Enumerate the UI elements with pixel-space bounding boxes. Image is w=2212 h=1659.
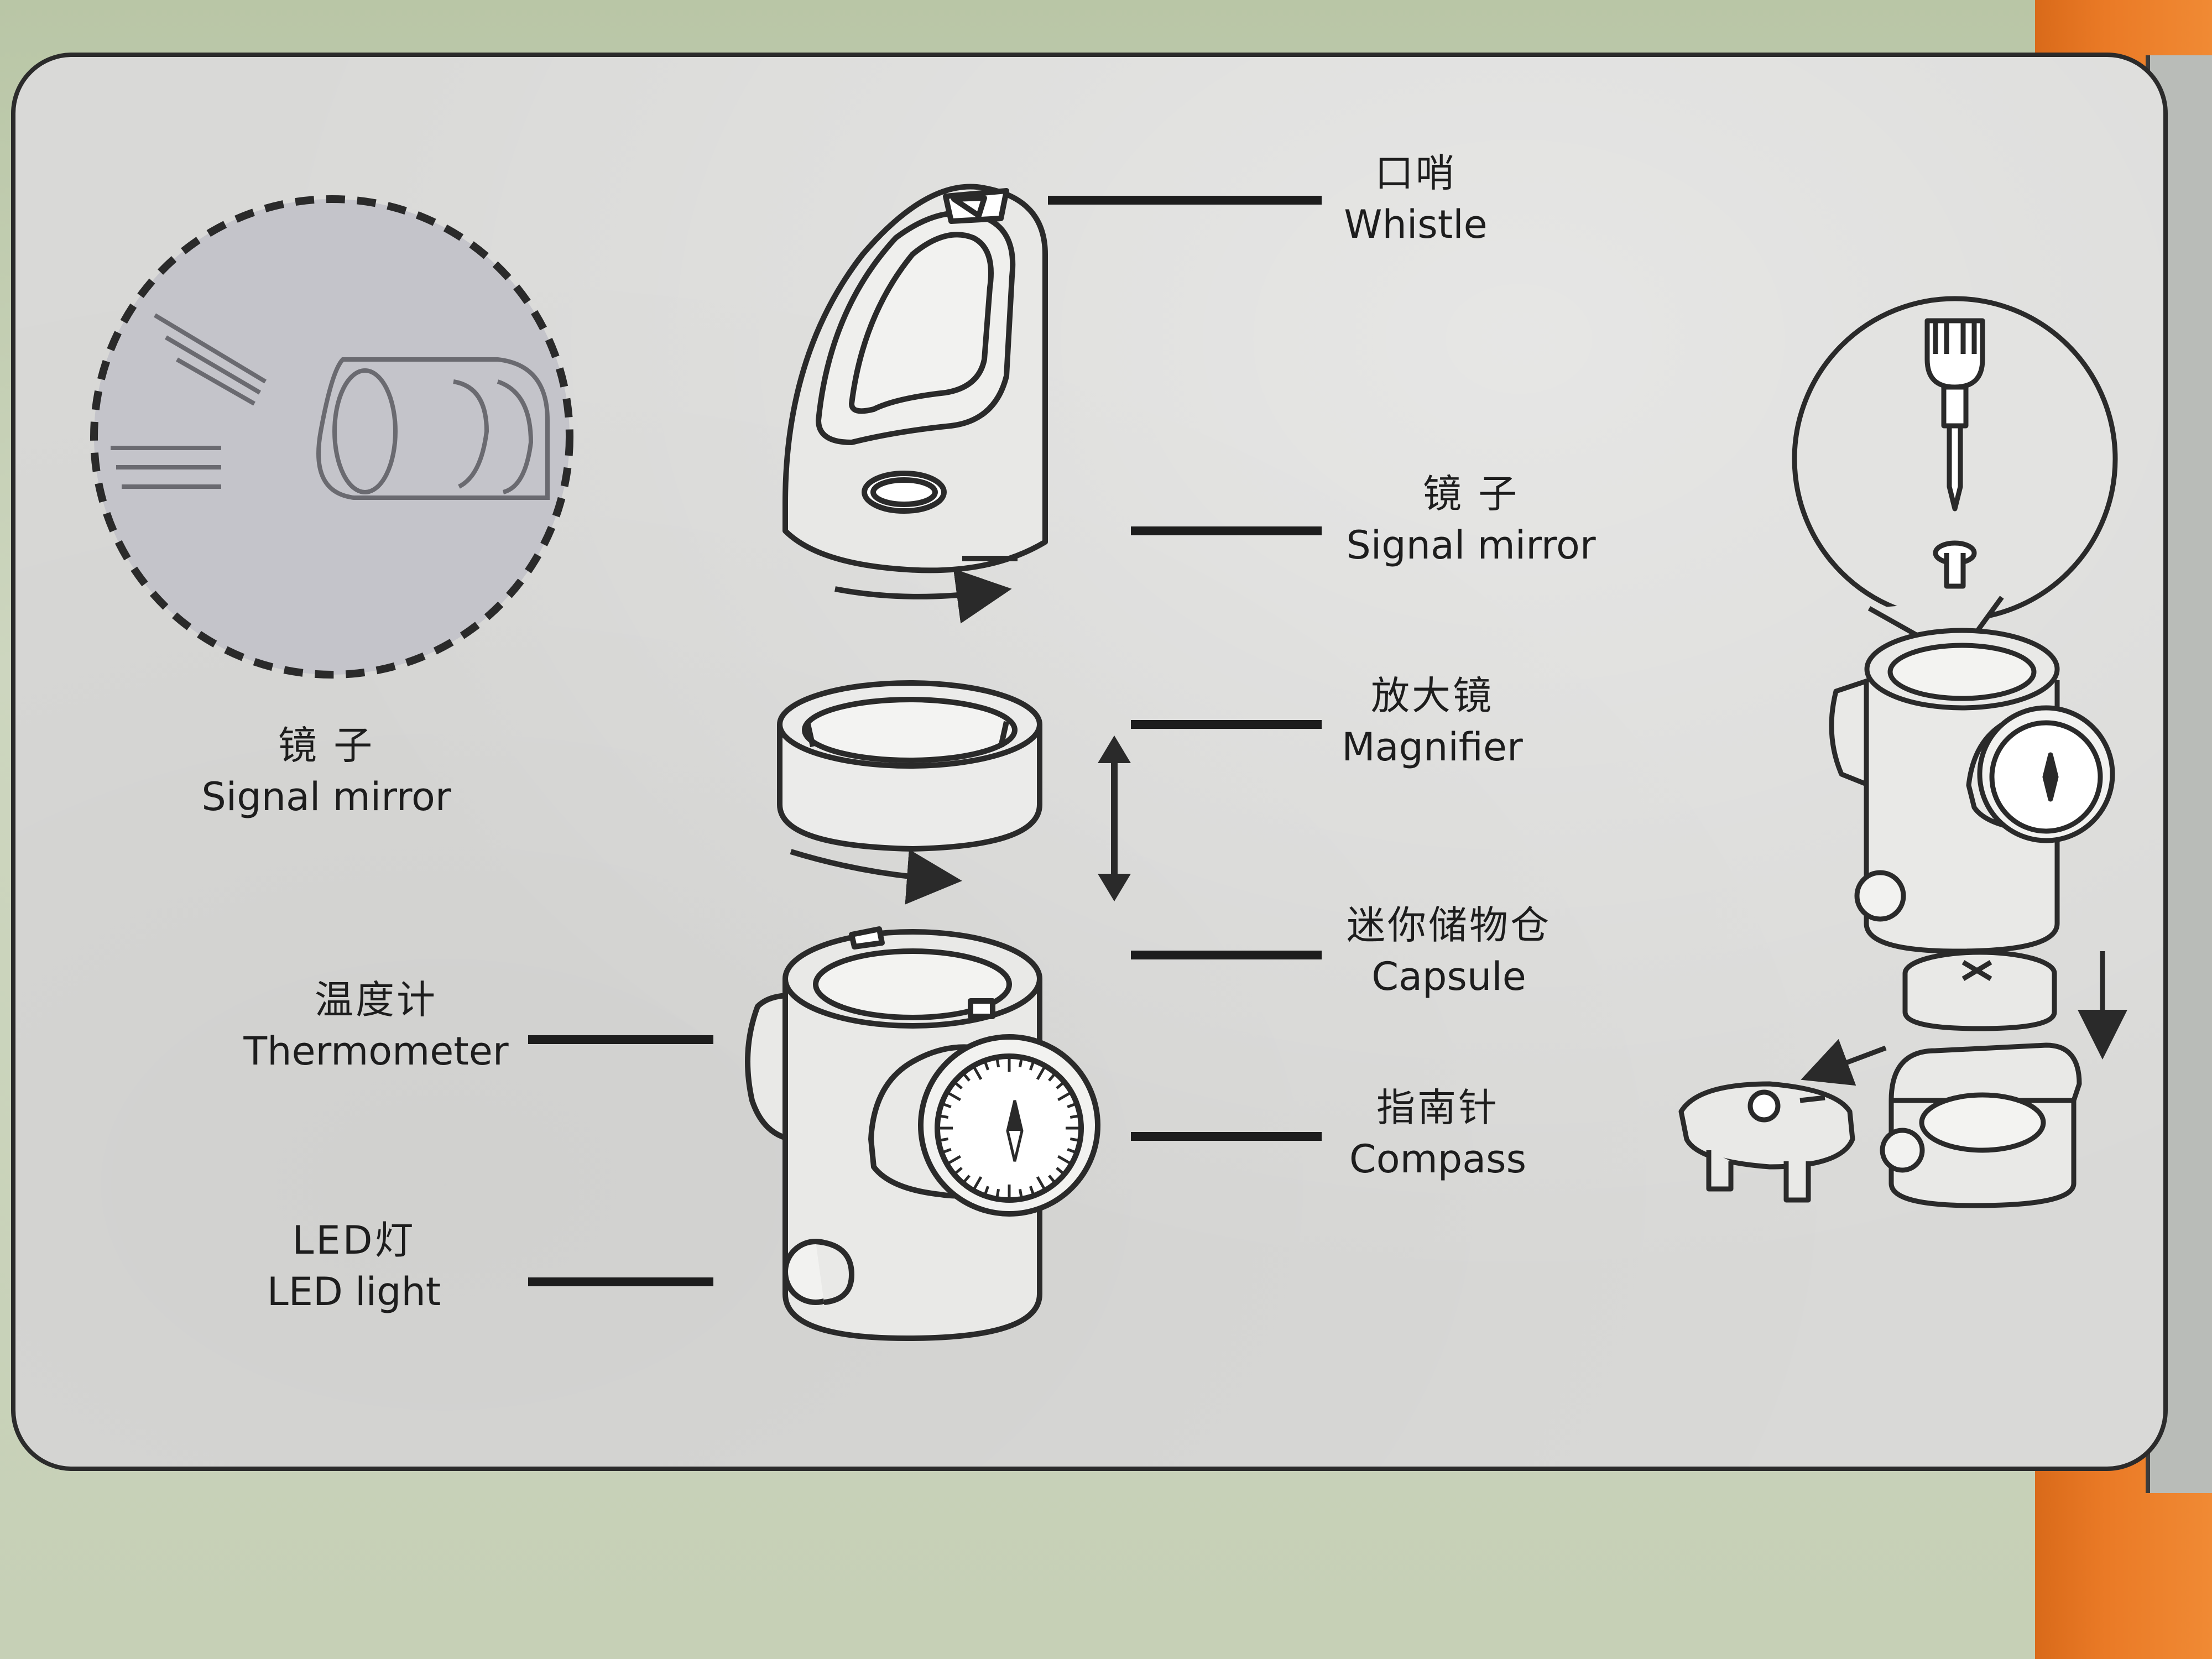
compass-tick [983,1061,990,1071]
compass-tick [962,1175,971,1183]
compass-dial [938,1057,1080,1199]
compass-tick [1067,1147,1077,1154]
leader-lines [528,196,1322,1286]
main-body [745,926,1100,1341]
compass-tick [1029,1186,1035,1196]
compass-tick [995,1058,1000,1068]
compass-tick [954,1081,963,1089]
capsule-label-cn: 迷你储物仓 [1347,902,1551,948]
compass-tick [947,1155,961,1165]
capsule-label-en: Capsule [1371,954,1526,999]
compass-label: 指南针 Compass [1333,1087,1543,1181]
signal-mirror-label-right-cn: 镜 子 [1422,471,1520,517]
thermometer-label-cn: 温度计 [315,977,437,1022]
vertical-double-arrow [1098,735,1131,901]
signal-mirror-label-left-en: Signal mirror [201,774,451,820]
compass-tick [939,1137,949,1142]
compass-tick [1036,1066,1046,1080]
compass-tick [1070,1137,1079,1142]
compass-tick [1056,1167,1065,1175]
signal-mirror-label-left: 镜 子 Signal mirror [182,724,470,818]
signal-mirror-label-right-en: Signal mirror [1346,523,1596,568]
compass-tick [972,1176,983,1191]
whistle-label: 口哨 Whistle [1338,152,1493,246]
compass-tick [1056,1081,1065,1089]
magnifier-ring [777,680,1042,852]
capsule-label: 迷你储物仓 Capsule [1327,904,1571,998]
compass-tick [947,1091,961,1102]
whistle-label-en: Whistle [1344,202,1488,247]
compass-tick [939,1114,949,1119]
compass-tick [1048,1073,1056,1082]
rotate-arrow-top [834,568,1012,624]
compass-tick [942,1147,952,1154]
compass-tick [1036,1176,1046,1191]
compass-tick [1057,1155,1072,1165]
compass-tick [972,1066,983,1080]
compass-tick [942,1102,952,1109]
whistle-top-piece [782,184,1048,573]
assembly-arrows [1801,951,2127,1086]
compass-tick [1057,1091,1072,1102]
magnifier-label: 放大镜 Magnifier [1333,675,1532,769]
compass-tick [954,1167,963,1175]
thermometer-label: 温度计 Thermometer [232,979,520,1073]
compass-tick [1067,1102,1077,1109]
whistle-label-cn: 口哨 [1375,150,1457,196]
compass-tick [1018,1058,1023,1068]
magnifier-label-cn: 放大镜 [1371,673,1494,718]
compass-tick [1029,1061,1035,1071]
compass-tick [983,1186,990,1196]
thermometer-label-en: Thermometer [243,1029,509,1074]
compass-tick [1048,1175,1056,1183]
led-light-label-en: LED light [267,1269,441,1314]
signal-mirror-label-right: 镜 子 Signal mirror [1327,473,1615,567]
compass-tick [1070,1114,1079,1119]
compass-label-cn: 指南针 [1376,1085,1499,1130]
compass-tick [995,1188,1000,1198]
compass-label-en: Compass [1349,1136,1527,1182]
compass-tick [962,1073,971,1082]
compass-tick [1018,1188,1023,1198]
led-light-label: LED灯 LED light [243,1219,465,1313]
signal-mirror-inset [90,195,573,679]
signal-mirror-label-left-cn: 镜 子 [278,723,375,768]
rotate-arrow-middle [790,849,962,905]
assembly-diagram [1678,296,2118,1208]
led-light-label-cn: LED灯 [292,1218,416,1263]
magnifier-label-en: Magnifier [1342,724,1523,770]
